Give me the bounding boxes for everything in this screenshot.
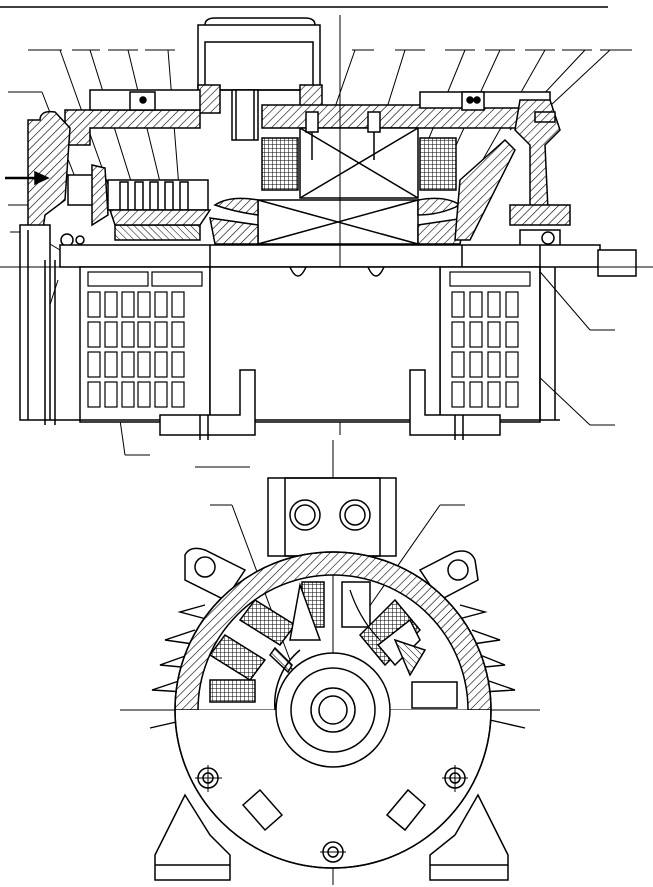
bearing-housing <box>275 652 391 768</box>
shaft <box>59 244 601 268</box>
cooling-fins <box>149 559 526 729</box>
foot-left <box>154 793 231 881</box>
field-coil-right <box>419 137 457 191</box>
frame-top-left <box>64 109 201 146</box>
field-coil-left <box>261 137 299 191</box>
commutator <box>107 179 212 241</box>
lower-half-view <box>50 266 560 440</box>
fan-blade <box>454 138 516 241</box>
end-bolts <box>195 765 468 863</box>
shaft-end <box>597 249 637 277</box>
longitudinal-section <box>0 15 653 456</box>
end-terminal-box <box>267 477 397 557</box>
terminal-box <box>197 24 321 91</box>
end-shield-outline <box>174 551 492 869</box>
foot-right <box>429 793 509 881</box>
end-view <box>120 440 540 885</box>
